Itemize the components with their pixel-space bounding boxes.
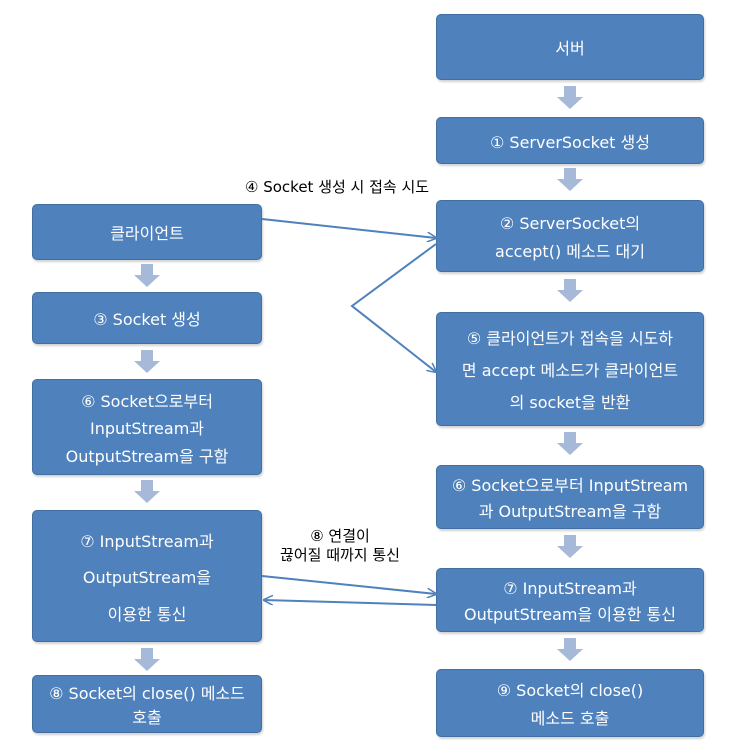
client-step-6-line-2: InputStream과	[89, 419, 205, 438]
client-step-8-line-1: ⑧ Socket의 close() 메소드	[49, 684, 245, 703]
client-step-3: ③ Socket 생성	[93, 310, 201, 329]
server-step-5-line-2: 면 accept 메소드가 클라이언트	[461, 361, 679, 380]
server-step-5-line-1: ⑤ 클라이언트가 접속을 시도하	[466, 329, 674, 348]
client-title: 클라이언트	[110, 224, 184, 243]
client-step-7-line-2: OutputStream을	[82, 568, 212, 587]
server-step-1-box: ① ServerSocket 생성	[436, 117, 704, 164]
connect-label: ④ Socket 생성 시 접속 시도	[245, 178, 430, 196]
client-step-8-line-2: 호출	[132, 708, 162, 727]
client-step-6-line-3: OutputStream을 구함	[65, 446, 229, 466]
accept-return-arrow	[350, 243, 436, 372]
comm-arrow-to-client	[264, 600, 437, 606]
client-step-7-line-3: 이용한 통신	[107, 604, 187, 624]
comm-label-line-2: 끊어질 때까지 통신	[280, 546, 400, 564]
server-step-9-box: ⑨ Socket의 close() 메소드 호출	[436, 669, 704, 737]
client-step-6-line-1: ⑥ Socket으로부터	[81, 391, 213, 411]
server-step-9-line-1: ⑨ Socket의 close()	[496, 681, 644, 701]
server-step-6-line-1: ⑥ Socket으로부터 InputStream	[451, 476, 689, 495]
server-title-box: 서버	[436, 14, 704, 80]
client-title-box: 클라이언트	[32, 204, 262, 260]
comm-arrow-to-server	[261, 575, 436, 594]
server-step-7-line-2: OutputStream을 이용한 통신	[464, 605, 676, 624]
connect-arrow	[261, 218, 436, 238]
client-step-3-box: ③ Socket 생성	[32, 292, 262, 344]
client-step-7-line-1: ⑦ InputStream과	[80, 531, 214, 551]
client-step-8-box: ⑧ Socket의 close() 메소드 호출	[32, 675, 262, 733]
server-step-5-box: ⑤ 클라이언트가 접속을 시도하 면 accept 메소드가 클라이언트 의 s…	[436, 312, 704, 426]
server-step-6-line-2: 과 OutputStream을 구함	[478, 502, 662, 521]
server-step-5-line-3: 의 socket을 반환	[509, 393, 631, 412]
server-step-2-line-1: ② ServerSocket의	[499, 213, 641, 233]
server-step-7-box: ⑦ InputStream과 OutputStream을 이용한 통신	[436, 568, 704, 632]
server-step-2-line-2: accept() 메소드 대기	[495, 242, 645, 262]
server-step-9-line-2: 메소드 호출	[530, 708, 610, 728]
server-step-7-line-1: ⑦ InputStream과	[503, 579, 637, 598]
server-title: 서버	[555, 39, 585, 58]
server-step-6-box: ⑥ Socket으로부터 InputStream 과 OutputStream을…	[436, 465, 704, 529]
server-step-2-box: ② ServerSocket의 accept() 메소드 대기	[436, 200, 704, 272]
client-step-6-box: ⑥ Socket으로부터 InputStream과 OutputStream을 …	[32, 379, 262, 475]
client-step-7-box: ⑦ InputStream과 OutputStream을 이용한 통신	[32, 510, 262, 642]
server-step-1: ① ServerSocket 생성	[490, 132, 650, 152]
comm-label-line-1: ⑧ 연결이	[310, 527, 370, 545]
